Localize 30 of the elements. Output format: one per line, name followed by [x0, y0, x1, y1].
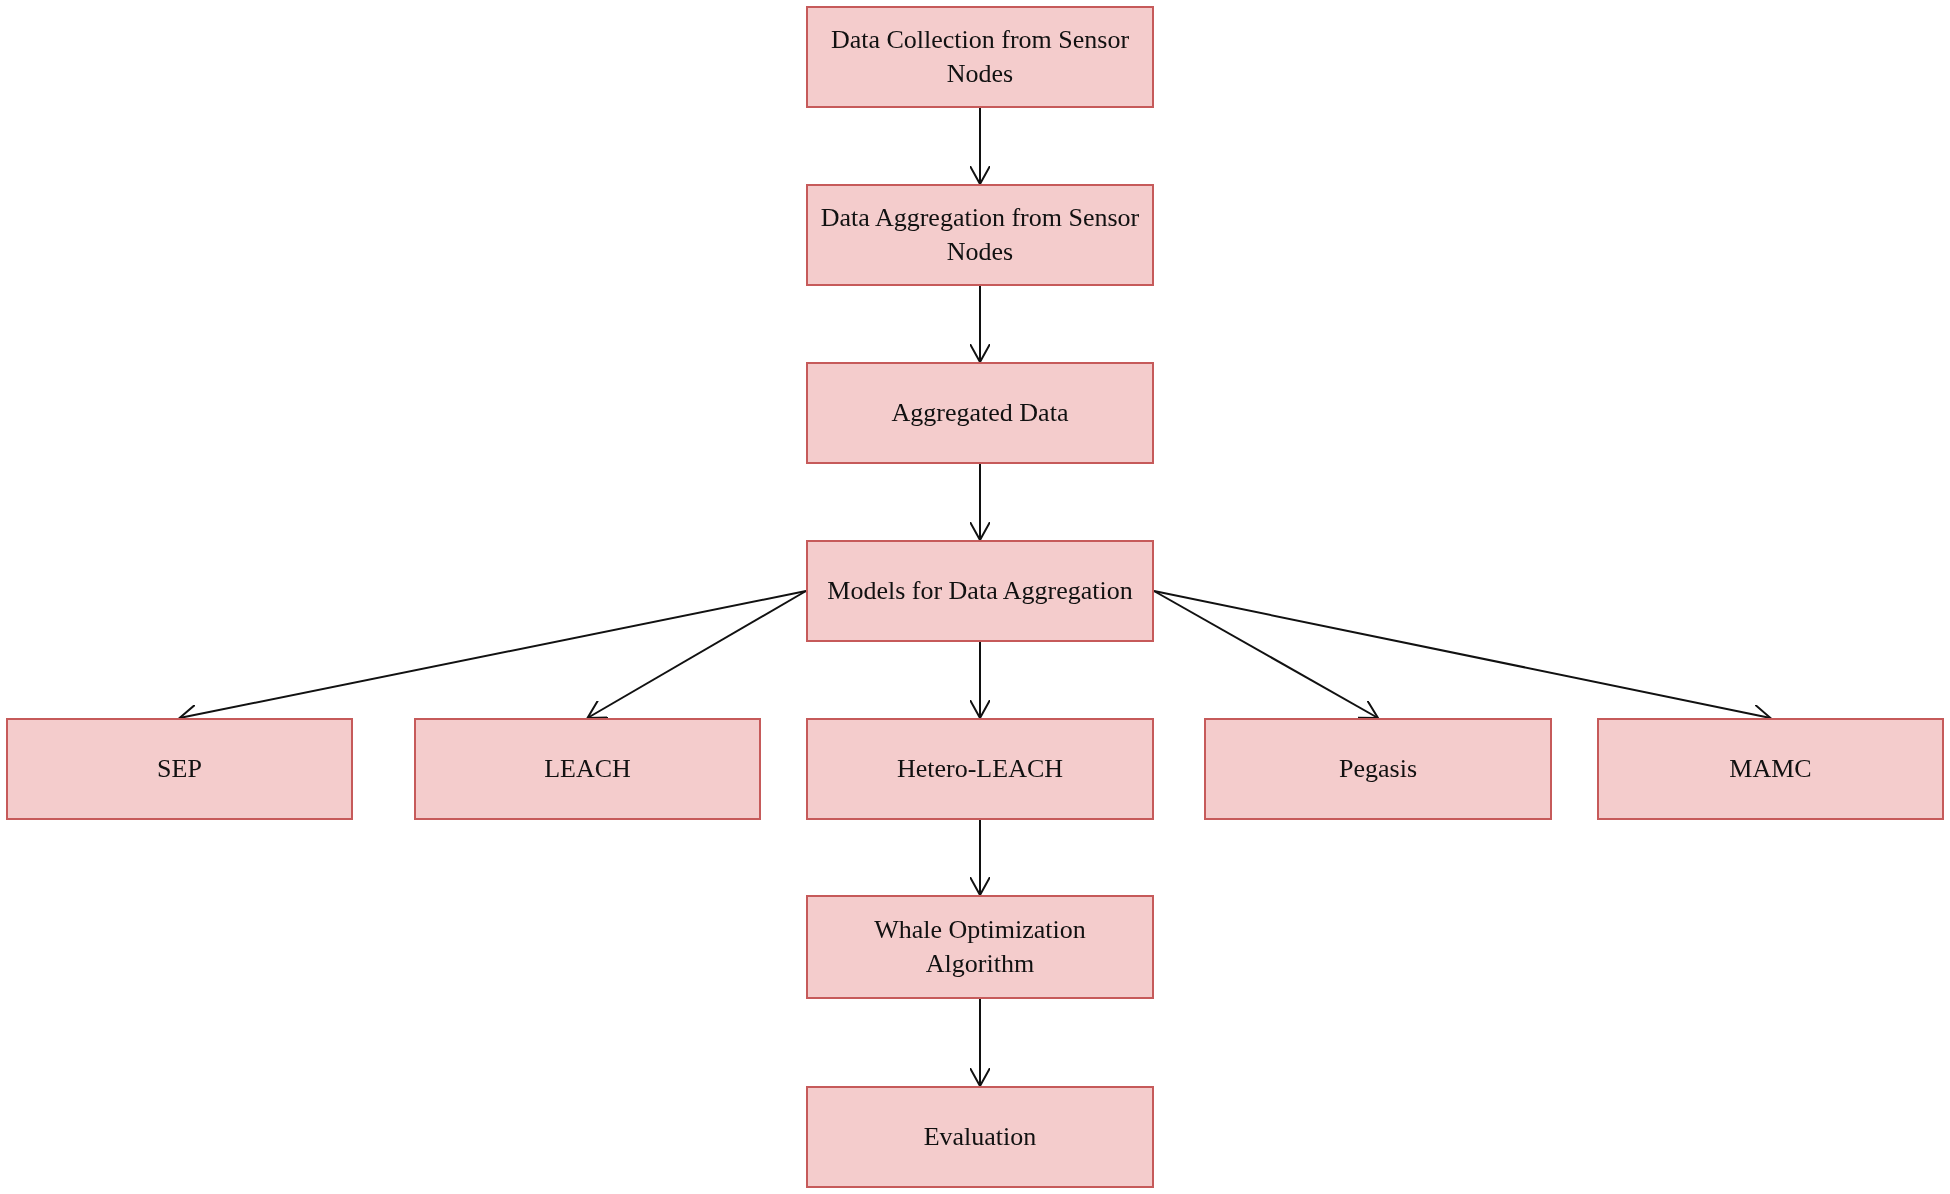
arrow [969, 285, 991, 363]
process-box [1597, 718, 1944, 820]
arrow [1153, 590, 1379, 719]
process-box [806, 540, 1154, 642]
process-box [806, 895, 1154, 999]
box-label: Whale Optimization Algorithm [873, 914, 1087, 980]
arrow [969, 998, 991, 1087]
arrow [969, 463, 991, 541]
box-label: Models for Data Aggregation [827, 575, 1133, 608]
box-label: Data Aggregation from Sensor Nodes [819, 202, 1141, 268]
box-label: SEP [157, 753, 202, 786]
box-label: Evaluation [923, 1121, 1037, 1154]
arrow [969, 107, 991, 185]
arrow [969, 819, 991, 896]
box-label: Pegasis [1339, 753, 1417, 786]
process-box [1204, 718, 1552, 820]
box-label: Hetero-LEACH [896, 753, 1064, 786]
process-box [806, 362, 1154, 464]
box-label: MAMC [1729, 753, 1812, 786]
process-box [806, 184, 1154, 286]
process-box [806, 6, 1154, 108]
arrow [969, 641, 991, 719]
box-label: Aggregated Data [891, 397, 1069, 430]
process-box [806, 718, 1154, 820]
process-box [806, 1086, 1154, 1188]
box-label: Data Collection from Sensor Nodes [829, 24, 1131, 90]
arrow [586, 590, 807, 719]
process-box [414, 718, 761, 820]
process-box [6, 718, 353, 820]
box-label: LEACH [544, 753, 631, 786]
